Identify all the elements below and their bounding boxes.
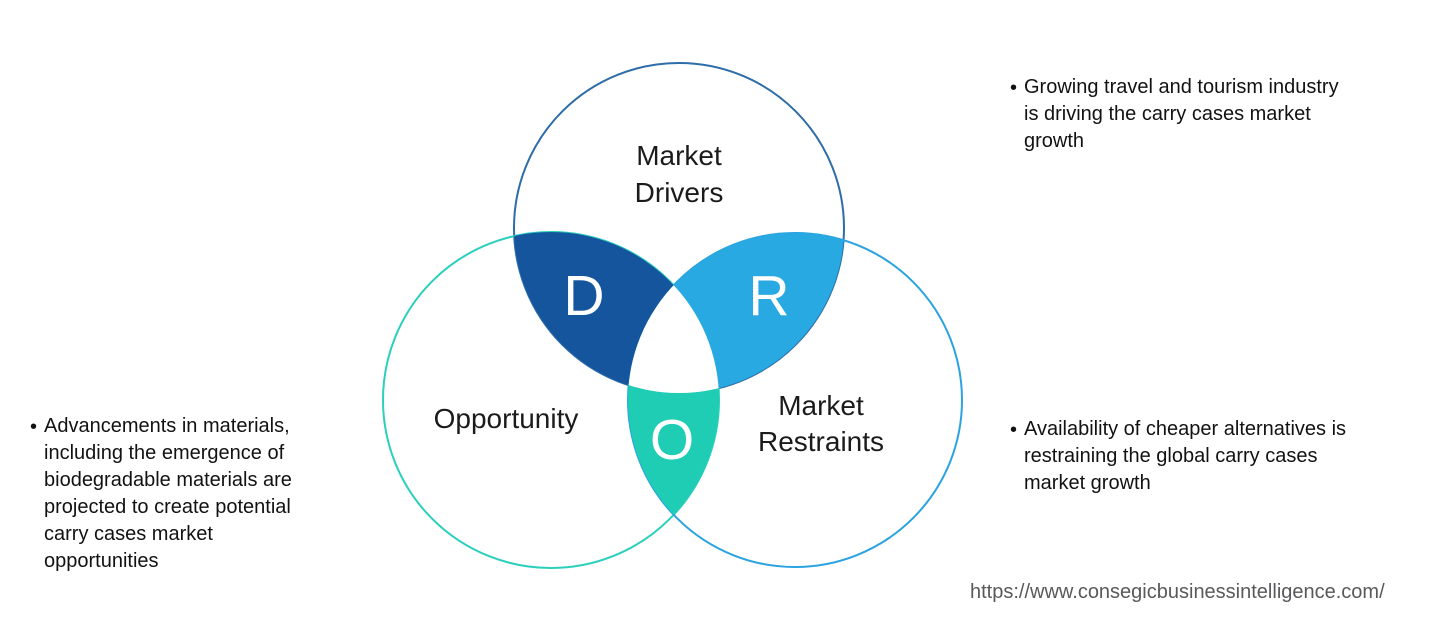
letter-d: D <box>563 264 604 328</box>
bullet-drivers-note: • Growing travel and tourism industry is… <box>1010 74 1430 155</box>
bullet-line: growth <box>1024 130 1085 152</box>
bullet-marker: • <box>1010 77 1018 99</box>
bullet-line: is driving the carry cases market <box>1024 103 1311 125</box>
bullet-line: opportunities <box>44 550 159 572</box>
bullet-line: Growing travel and tourism industry <box>1024 76 1339 98</box>
label-market-drivers-line2: Drivers <box>635 177 724 208</box>
bullet-marker: • <box>30 416 38 438</box>
bullet-line: biodegradable materials are <box>44 469 292 491</box>
intersection-r-region <box>628 233 844 393</box>
bullet-line: Availability of cheaper alternatives is <box>1024 418 1347 440</box>
letter-r: R <box>748 264 789 328</box>
bullet-marker: • <box>1010 419 1018 441</box>
letter-o: O <box>650 408 694 472</box>
bullet-line: market growth <box>1024 472 1151 494</box>
source-url: https://www.consegicbusinessintelligence… <box>970 581 1385 603</box>
bullet-line: Advancements in materials, <box>44 415 290 437</box>
bullet-line: projected to create potential <box>44 496 291 518</box>
label-opportunity: Opportunity <box>434 403 579 434</box>
bullet-restraints-note: • Availability of cheaper alternatives i… <box>1010 416 1430 497</box>
label-market-drivers-line1: Market <box>636 140 722 171</box>
label-market-restraints-line1: Market <box>778 390 864 421</box>
bullet-line: carry cases market <box>44 523 213 545</box>
bullet-line: restraining the global carry cases <box>1024 445 1318 467</box>
intersection-d-region <box>514 232 719 393</box>
bullet-line: including the emergence of <box>44 442 285 464</box>
label-market-restraints-line2: Restraints <box>758 426 884 457</box>
bullet-opportunity-note: • Advancements in materials, including t… <box>30 413 370 575</box>
